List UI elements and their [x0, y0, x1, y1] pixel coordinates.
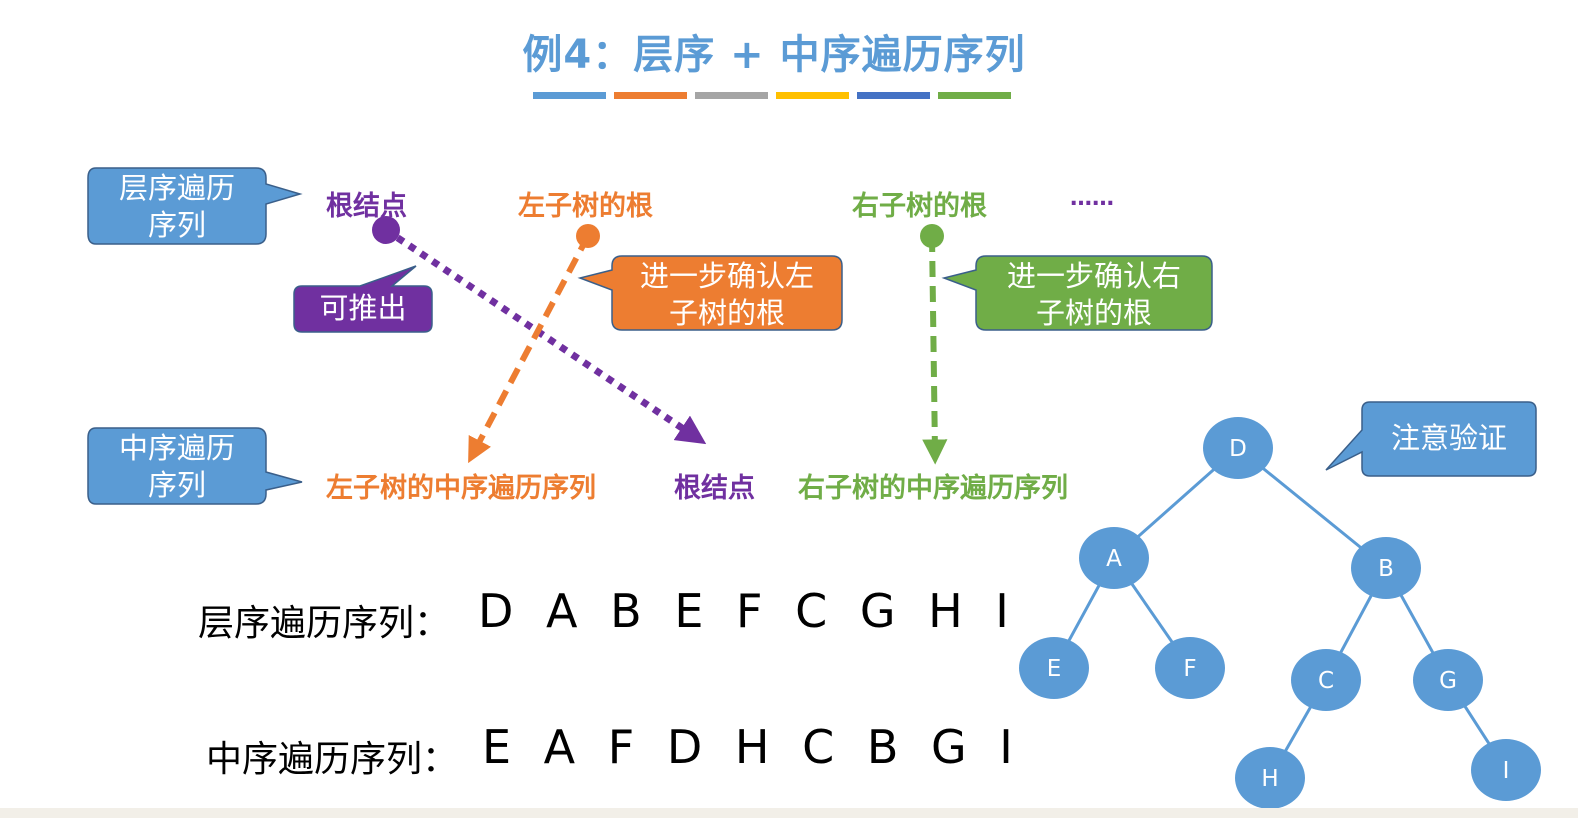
callout-derive-shape [293, 265, 433, 333]
footer-strip [0, 808, 1578, 818]
tree-edges [1052, 446, 1508, 779]
callout-verify-shape [1325, 401, 1537, 477]
tree-node-label-H: H [1261, 766, 1278, 792]
right-root-dot [920, 224, 944, 248]
left-root-dot [576, 224, 600, 248]
title-color-bars [533, 92, 1011, 99]
tree-node-A: A [1079, 527, 1149, 589]
label-root-inorder: 根结点 [674, 473, 755, 504]
tree-node-I: I [1471, 739, 1541, 801]
label-root-level: 根结点 [326, 191, 407, 222]
tree-node-H: H [1235, 747, 1305, 809]
tree-node-label-C: C [1318, 668, 1334, 694]
tree-node-C: C [1291, 649, 1361, 711]
tree-node-B: B [1351, 537, 1421, 599]
title-bar-1 [533, 92, 606, 99]
label-left-inorder: 左子树的中序遍历序列 [326, 473, 596, 504]
tree-node-label-F: F [1183, 656, 1196, 682]
slide-title: 例4：层序 + 中序遍历序列 [522, 32, 1026, 78]
tree-node-E: E [1019, 637, 1089, 699]
root-dot [372, 216, 400, 244]
tree-node-label-I: I [1503, 758, 1510, 784]
label-ellipsis: …… [1070, 186, 1114, 211]
title-bar-4 [776, 92, 849, 99]
tree-node-circle-H [1235, 747, 1305, 809]
level-order-values: D A B E F C G H I [478, 584, 1018, 638]
arrow-left-root-to-left-inorder [468, 234, 591, 464]
title-bar-5 [857, 92, 930, 99]
tree-node-label-G: G [1439, 668, 1457, 694]
tree-node-G: G [1413, 649, 1483, 711]
callout-confirm-right-shape [941, 255, 1213, 331]
tree-node-D: D [1203, 417, 1273, 479]
in-order-label: 中序遍历序列： [206, 739, 459, 780]
title-bar-2 [614, 92, 687, 99]
arrow-right-root-to-right-inorder [922, 235, 948, 465]
tree-node-circle-C [1291, 649, 1361, 711]
in-order-values: E A F D H C B G I [482, 720, 1022, 774]
callout-confirm-left-text: 进一步确认左 子树的根 [639, 259, 814, 330]
tree-node-label-D: D [1229, 436, 1247, 462]
tree-node-circle-D [1203, 417, 1273, 479]
label-right-inorder: 右子树的中序遍历序列 [798, 473, 1068, 504]
callout-verify-text: 注意验证 [1390, 421, 1507, 455]
tree-node-label-A: A [1106, 546, 1122, 572]
tree-node-circle-E [1019, 637, 1089, 699]
tree-node-label-B: B [1378, 556, 1394, 582]
callout-level-order-shape [87, 167, 303, 245]
tree-node-circle-I [1471, 739, 1541, 801]
callout-in-order-shape [87, 427, 303, 505]
callout-confirm-right-text: 进一步确认右 子树的根 [1006, 259, 1181, 330]
tree-node-label-E: E [1047, 656, 1062, 682]
label-left-subtree-root: 左子树的根 [518, 191, 653, 222]
tree-node-circle-F [1155, 637, 1225, 699]
level-order-label: 层序遍历序列： [198, 603, 451, 644]
callout-confirm-left-shape [577, 255, 843, 331]
tree-node-circle-B [1351, 537, 1421, 599]
tree-node-circle-G [1413, 649, 1483, 711]
title-bar-6 [938, 92, 1011, 99]
callout-in-order-text: 中序遍历 序列 [118, 431, 235, 502]
callout-derive-text: 可推出 [319, 291, 407, 325]
tree-node-circle-A [1079, 527, 1149, 589]
label-right-subtree-root: 右子树的根 [852, 191, 987, 222]
tree-nodes: D A B E F C G H I [1019, 417, 1541, 809]
tree-node-F: F [1155, 637, 1225, 699]
title-bar-3 [695, 92, 768, 99]
callout-level-order-text: 层序遍历 序列 [118, 171, 235, 242]
